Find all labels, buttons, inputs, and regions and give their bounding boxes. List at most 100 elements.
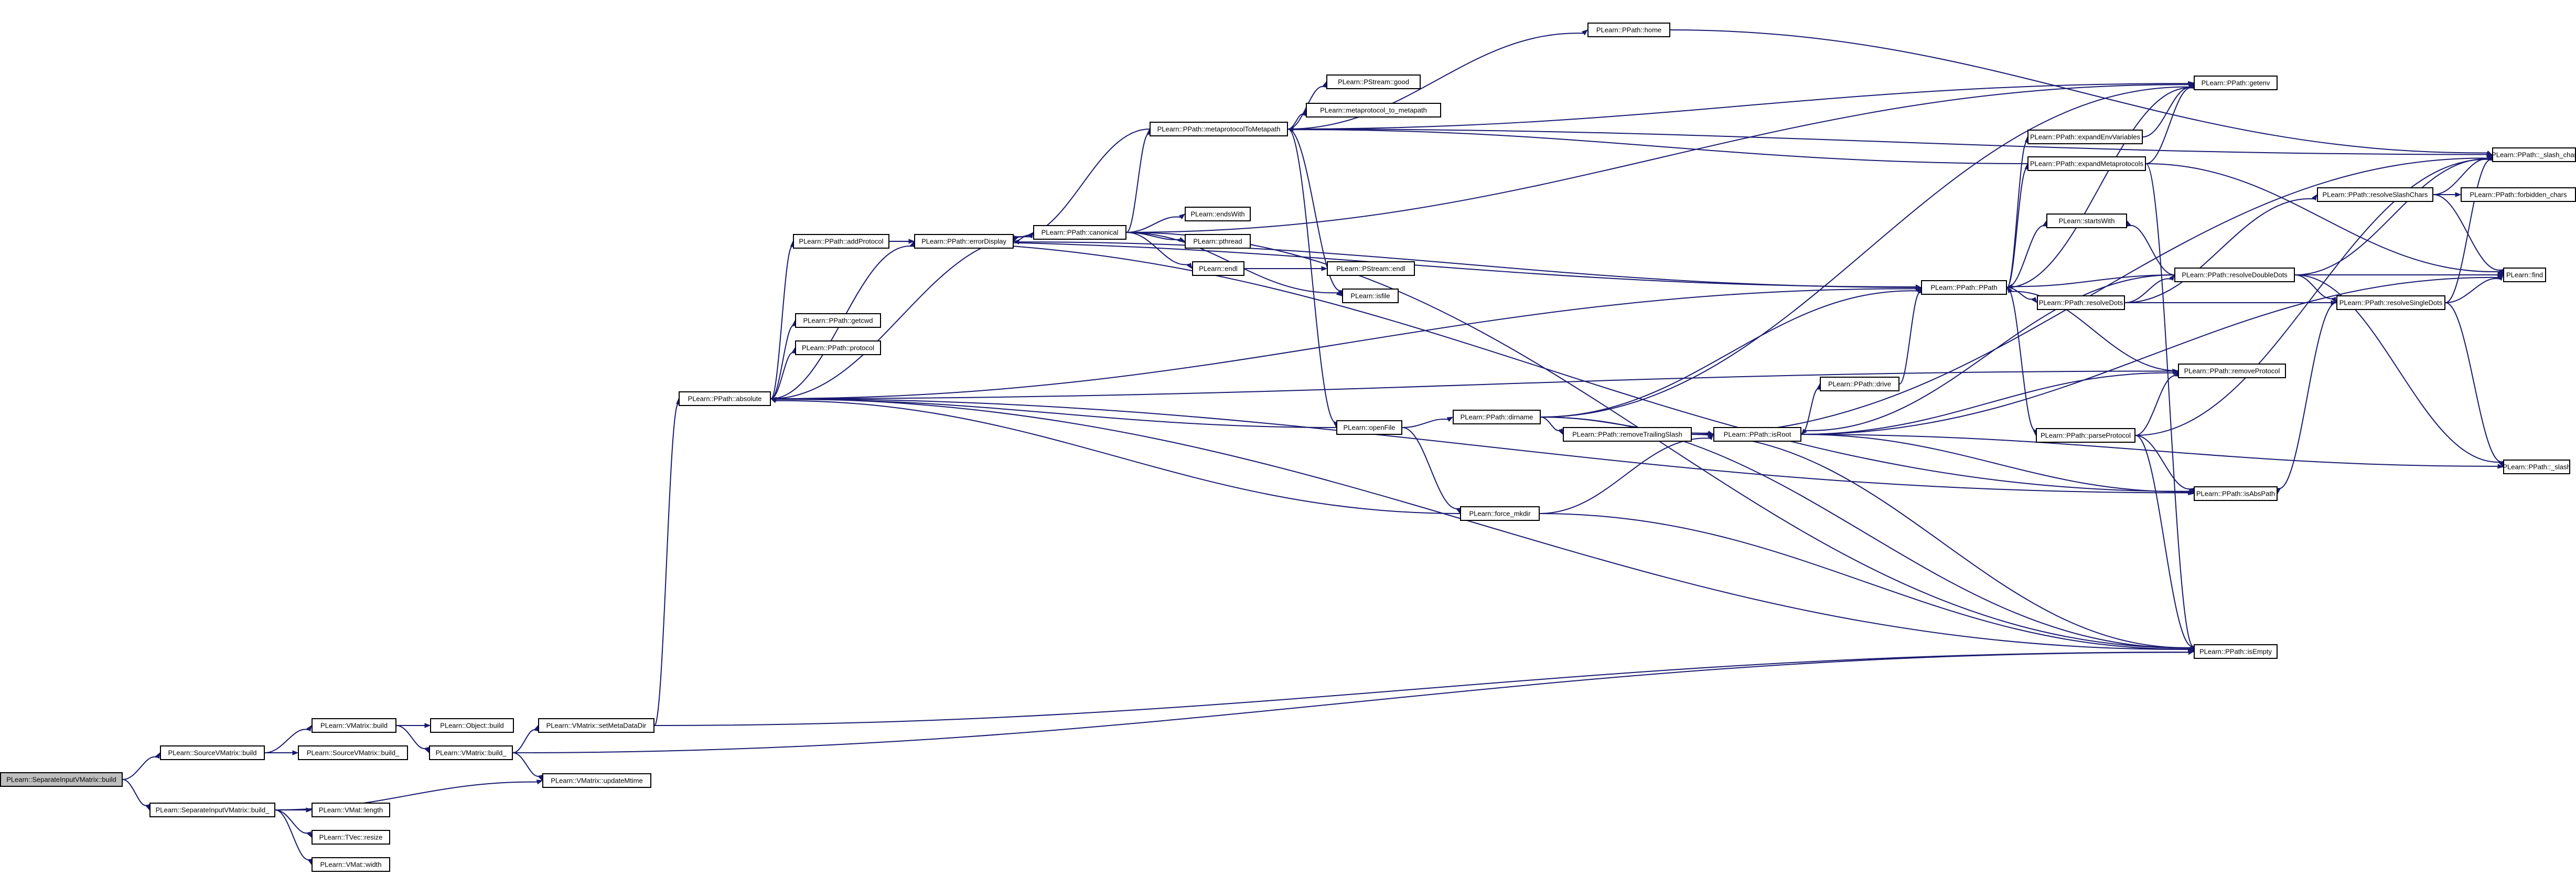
node-label: PLearn::pthread [1193,238,1242,246]
graph-node-pp-isabspath[interactable]: PLearn::PPath::isAbsPath [2194,486,2278,501]
graph-node-pthread[interactable]: PLearn::pthread [1185,234,1251,249]
call-edge [1287,127,2028,164]
graph-node-pp-addprotocol[interactable]: PLearn::PPath::addProtocol [793,234,889,249]
graph-node-pp-ppath[interactable]: PLearn::PPath::PPath [1921,280,2007,295]
graph-node-ps-endl[interactable]: PLearn::PStream::endl [1327,261,1415,276]
graph-node-pp-resolvedouble[interactable]: PLearn::PPath::resolveDoubleDots [2174,268,2295,282]
call-edge [889,241,2195,494]
graph-node-ps-good[interactable]: PLearn::PStream::good [1326,74,1421,89]
graph-node-pp-expandenv[interactable]: PLearn::PPath::expandEnvVariables [2027,130,2143,144]
graph-node-force-mkdir[interactable]: PLearn::force_mkdir [1460,506,1540,521]
call-edge [2125,300,2337,305]
node-label: PLearn::openFile [1343,424,1395,432]
graph-node-pp-metaproto[interactable]: PLearn::PPath::metaprotocolToMetapath [1150,122,1288,136]
node-label: PLearn::PPath::isRoot [1724,431,1791,439]
graph-node-sv-build-[interactable]: PLearn::SourceVMatrix::build_ [298,745,408,760]
call-edge [654,649,2195,726]
node-label: PLearn::VMatrix::setMetaDataDir [546,722,647,730]
call-edge [396,725,430,754]
node-label: PLearn::find [2506,271,2543,279]
call-edge [264,724,312,753]
graph-node-pp-absolute[interactable]: PLearn::PPath::absolute [679,391,771,406]
call-edge [1801,383,1822,435]
graph-node-metaproto-to-metapath[interactable]: PLearn::metaprotocol_to_metapath [1306,103,1441,118]
graph-node-pp-slash[interactable]: PLearn::PPath::_slash [2503,460,2571,474]
graph-node-openfile[interactable]: PLearn::openFile [1336,420,1402,435]
graph-node-pp-slashchar[interactable]: PLearn::PPath::_slash_char [2492,147,2576,162]
graph-node-pp-getcwd[interactable]: PLearn::PPath::getcwd [795,313,881,328]
graph-node-vm-updmtime[interactable]: PLearn::VMatrix::updateMtime [542,773,651,788]
call-edge [770,398,1461,514]
graph-node-vmat-length[interactable]: PLearn::VMat::length [312,803,390,817]
call-edge [1691,434,2194,652]
call-edge [1013,129,1150,242]
graph-node-find[interactable]: PLearn::find [2503,268,2546,282]
graph-node-pl-endl[interactable]: PLearn::endl [1192,261,1244,276]
graph-node-tvec-resize[interactable]: PLearn::TVec::resize [312,830,390,845]
node-label: PLearn::endsWith [1190,210,1244,218]
call-edge [1244,266,1328,271]
graph-node-pp-dirname[interactable]: PLearn::PPath::dirname [1453,410,1541,424]
node-label: PLearn::PPath::PPath [1930,284,1997,292]
node-label: PLearn::PPath::expandMetaprotocols [2030,160,2144,168]
node-box [2503,460,2570,474]
graph-node-pp-isempty[interactable]: PLearn::PPath::isEmpty [2194,644,2278,659]
node-box [1327,261,1415,276]
call-edge [1013,239,1922,288]
node-box [1921,280,2007,295]
node-label: PLearn::PPath::isAbsPath [2196,490,2275,498]
node-box [2036,428,2135,443]
graph-node-vm-build-[interactable]: PLearn::VMatrix::build_ [429,745,513,760]
node-box [1453,410,1541,424]
node-label: PLearn::PPath::home [1596,26,1661,34]
node-label: PLearn::force_mkdir [1469,510,1531,518]
graph-node-pp-home[interactable]: PLearn::PPath::home [1587,23,1670,37]
graph-node-pp-drive[interactable]: PLearn::PPath::drive [1820,377,1899,391]
graph-node-pp-forbidden[interactable]: PLearn::PPath::forbidden_chars [2461,187,2576,202]
graph-node-pp-getenv[interactable]: PLearn::PPath::getenv [2194,76,2278,90]
node-box [2178,364,2286,378]
graph-node-startswith[interactable]: PLearn::startsWith [2046,214,2127,228]
graph-node-sep-build-[interactable]: PLearn::SeparateInputVMatrix::build_ [149,803,275,817]
graph-node-pp-removetrailing[interactable]: PLearn::PPath::removeTrailingSlash [1563,427,1692,442]
node-box [2037,295,2125,310]
node-label: PLearn::PPath::resolveSingleDots [2339,299,2443,307]
node-label: PLearn::PStream::endl [1336,265,1405,273]
graph-node-pp-protocol[interactable]: PLearn::PPath::protocol [795,340,881,355]
graph-node-pp-expandmeta[interactable]: PLearn::PPath::expandMetaprotocols [2027,156,2146,171]
graph-node-pp-isroot[interactable]: PLearn::PPath::isRoot [1713,427,1801,442]
graph-node-pp-canonical[interactable]: PLearn::PPath::canonical [1033,225,1126,240]
graph-node-isfile[interactable]: PLearn::isfile [1342,289,1399,303]
node-label: PLearn::SeparateInputVMatrix::build [6,776,116,784]
graph-node-pp-resolvedots[interactable]: PLearn::PPath::resolveDots [2037,295,2125,310]
call-edge [2006,287,2038,436]
node-box [312,857,390,872]
graph-node-vm-setmeta[interactable]: PLearn::VMatrix::setMetaDataDir [538,718,654,733]
call-edge [770,368,2179,399]
graph-node-pp-parseprotocol[interactable]: PLearn::PPath::parseProtocol [2036,428,2135,443]
graph-node-pp-removeprotocol[interactable]: PLearn::PPath::removeProtocol [2178,364,2286,378]
graph-node-endswith[interactable]: PLearn::endsWith [1185,207,1251,221]
node-box [2317,187,2433,202]
graph-node-vmat-width[interactable]: PLearn::VMat::width [312,857,390,872]
call-edge [1402,427,1461,515]
call-edge [2295,272,2504,278]
node-label: PLearn::TVec::resize [319,834,383,841]
graph-node-pp-errordisplay[interactable]: PLearn::PPath::errorDisplay [914,234,1014,249]
graph-node-vm-build[interactable]: PLearn::VMatrix::build [312,718,396,733]
graph-node-obj-build[interactable]: PLearn::Object::build [430,718,514,733]
call-edge [1540,417,2195,652]
node-box [2461,187,2576,202]
graph-node-sv-build[interactable]: PLearn::SourceVMatrix::build [160,745,265,760]
node-label: PLearn::isfile [1350,292,1390,300]
graph-node-pp-resolvesingle[interactable]: PLearn::PPath::resolveSingleDots [2336,295,2445,310]
node-label: PLearn::PPath::expandEnvVariables [2030,133,2141,141]
node-box [679,391,771,406]
call-edge [1287,109,1306,130]
node-box [2492,147,2576,162]
node-label: PLearn::PPath::removeTrailingSlash [1572,431,1682,439]
call-edge [1402,417,1454,428]
call-edge [1539,433,1714,514]
graph-node-pp-resolveslash[interactable]: PLearn::PPath::resolveSlashChars [2317,187,2433,202]
node-box [430,718,514,733]
